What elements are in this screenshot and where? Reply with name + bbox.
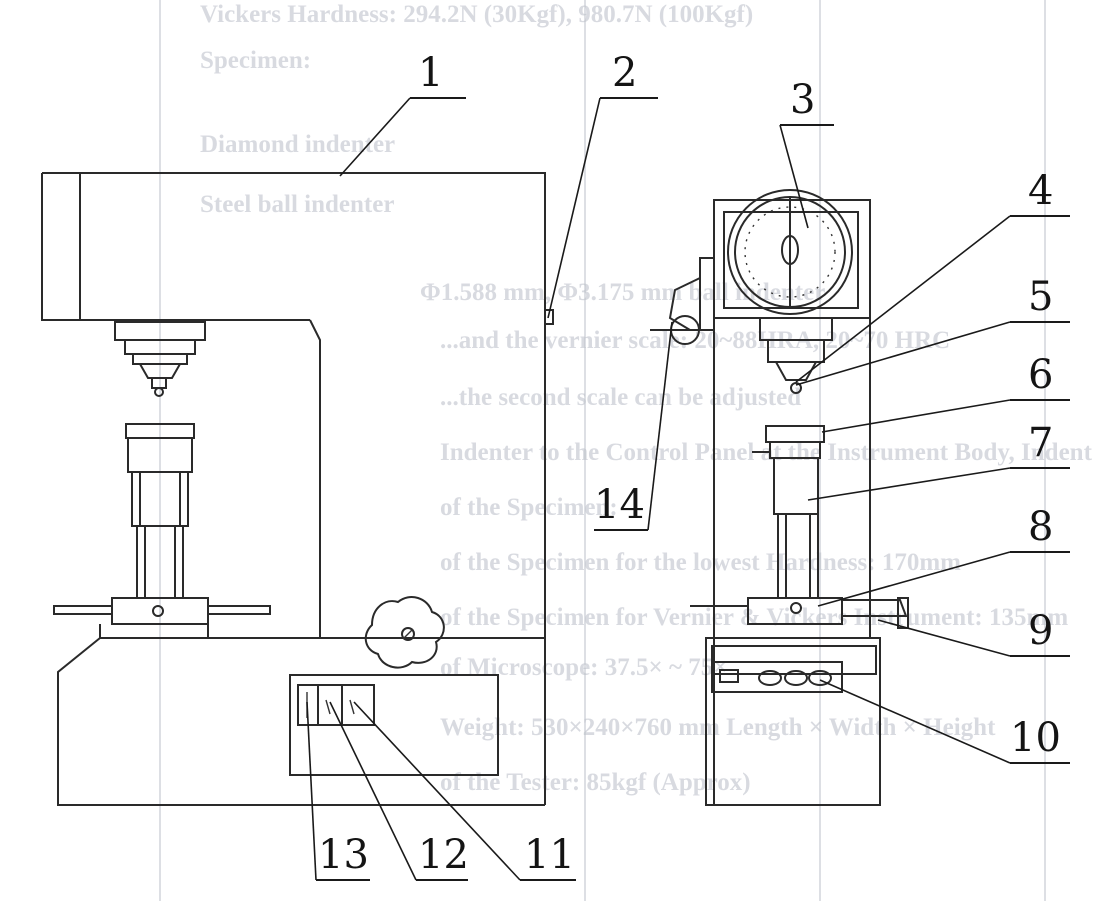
callout-4: 4 (1028, 168, 1053, 214)
elevating-handwheel (364, 596, 445, 669)
page-fold-lines (159, 0, 1046, 901)
front-control-panel (289, 674, 499, 776)
dial-gauge (727, 189, 853, 315)
callout-10: 10 (1010, 715, 1061, 761)
callout-12: 12 (418, 832, 469, 878)
callout-leaders (306, 97, 1070, 881)
callout-numbers: 1 2 3 4 5 6 7 8 9 10 11 12 13 14 (318, 50, 1061, 878)
bg-line-0: Vickers Hardness: 294.2N (30Kgf), 980.7N… (200, 1, 753, 28)
bg-line-2: Diamond indenter (200, 131, 395, 158)
callout-3: 3 (790, 77, 815, 123)
bg-line-13: of the Tester: 85kgf (Approx) (440, 769, 751, 796)
bg-line-9: of the Specimen for the lowest Hardness:… (440, 549, 961, 576)
callout-9: 9 (1028, 608, 1053, 654)
callout-5: 5 (1028, 274, 1053, 320)
bg-line-12: Weight: 530×240×760 mm Length × Width × … (440, 714, 996, 741)
bg-line-8: of the Specimen: (440, 494, 618, 521)
callout-8: 8 (1028, 504, 1053, 550)
callout-1: 1 (418, 50, 443, 96)
tester-base (57, 624, 545, 806)
bg-line-4: Φ1.588 mm, Φ3.175 mm ball indenter (420, 279, 825, 306)
background-text-block: Vickers Hardness: 294.2N (30Kgf), 980.7N… (200, 1, 1093, 796)
callout-13: 13 (318, 832, 369, 878)
bg-line-6: ...the second scale can be adjusted (440, 384, 801, 411)
bg-line-3: Steel ball indenter (200, 191, 394, 218)
callout-7: 7 (1028, 420, 1053, 466)
callout-6: 6 (1028, 352, 1053, 398)
tester-head-housing (41, 172, 546, 330)
bg-line-11: of Microscope: 37.5× ~ 75× (440, 654, 728, 681)
tester-body-frame (309, 319, 321, 638)
side-view (650, 189, 909, 806)
bg-line-10: of the Specimen for Vernier & Vickers In… (440, 604, 1068, 631)
callout-2: 2 (612, 50, 637, 96)
bg-line-1: Specimen: (200, 47, 311, 74)
front-view (41, 172, 554, 806)
callout-11: 11 (524, 832, 575, 878)
callout-14: 14 (594, 482, 645, 528)
